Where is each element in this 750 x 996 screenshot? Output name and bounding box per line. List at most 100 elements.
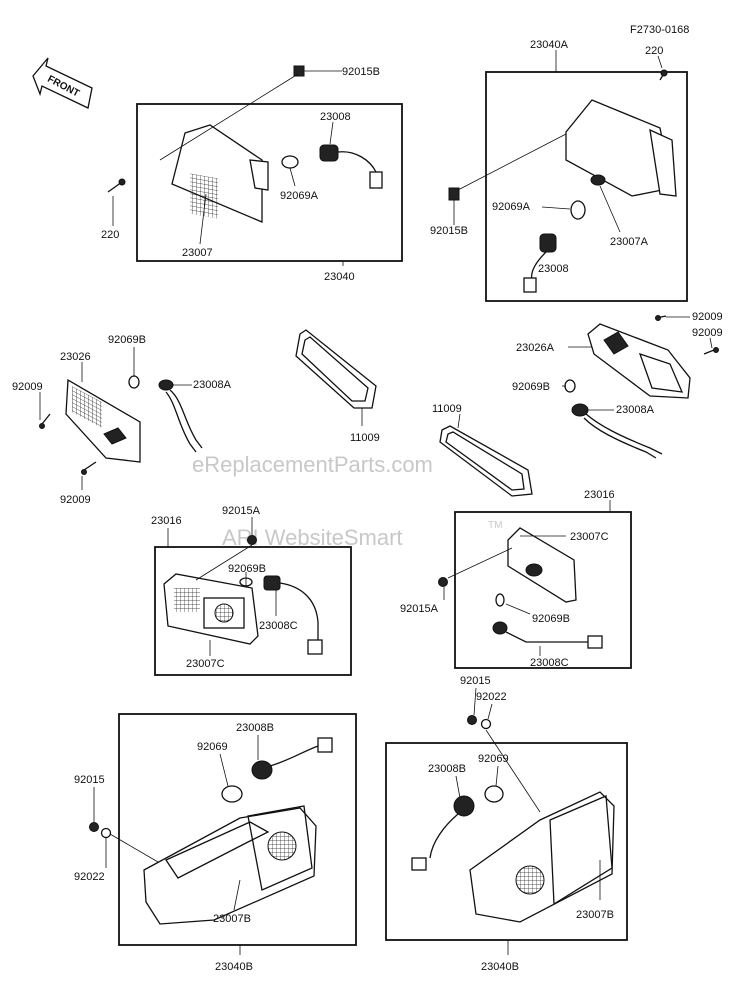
- bulb-92069B-r: [495, 593, 505, 607]
- socket-23008C-l: [263, 575, 281, 591]
- socket-23008C-r: [492, 621, 508, 635]
- socket-23008A-ml: [158, 379, 174, 391]
- label-92015B-tl: 92015B: [342, 66, 380, 78]
- group-box-23040A: [485, 71, 688, 302]
- label-23026: 23026: [60, 351, 91, 363]
- group-box-23016-right: [454, 511, 632, 669]
- label-92069B-ml: 92069B: [108, 334, 146, 346]
- bulb-92069B-mr: [564, 379, 576, 393]
- socket-23008B-l: [251, 760, 273, 780]
- assembly-23040: [107, 65, 403, 266]
- reflector-housing-23026A: [587, 323, 691, 399]
- assembly-23040B-left: [89, 713, 357, 955]
- label-92009-mr2: 92009: [692, 327, 723, 339]
- clip-92015B-tl: [293, 65, 305, 77]
- label-92022-r: 92022: [476, 691, 507, 703]
- label-23007A: 23007A: [610, 236, 649, 248]
- nut-92015A-r: [438, 577, 448, 587]
- lens-housing-23007B-right: [469, 791, 615, 923]
- label-23008-tl: 23008: [320, 111, 351, 123]
- label-23008A-ml: 23008A: [193, 379, 232, 391]
- bulb-92069A-tl: [281, 155, 299, 169]
- label-92015-l: 92015: [74, 774, 105, 786]
- label-23007C-l: 23007C: [186, 658, 225, 670]
- grille: [190, 173, 218, 219]
- label-92069A-tr: 92069A: [492, 201, 531, 213]
- group-box-23040: [136, 103, 403, 262]
- assembly-23016-left: [154, 517, 352, 676]
- nut-92015-l: [89, 822, 99, 832]
- connector-23008B-r: [411, 857, 427, 871]
- label-23007B-l: 23007B: [213, 913, 251, 925]
- label-92009-mr1: 92009: [692, 311, 723, 323]
- label-23016-r: 23016: [584, 489, 615, 501]
- group-box-23040B-left: [118, 713, 357, 946]
- label-92015A-l: 92015A: [222, 505, 261, 517]
- bulb-92069-l: [221, 785, 243, 803]
- connector-23008C-r: [587, 635, 603, 649]
- socket-23008-tl: [319, 144, 339, 162]
- watermark-trademark: TM: [488, 520, 502, 531]
- bulb-92069B-ml: [128, 375, 140, 389]
- diagram-code: F2730-0168: [630, 24, 689, 36]
- label-92069-l: 92069: [197, 741, 228, 753]
- label-23008C-l: 23008C: [259, 620, 298, 632]
- label-92009-ml1: 92009: [12, 381, 43, 393]
- label-23008B-l: 23008B: [236, 722, 274, 734]
- connector-23008B-l: [317, 737, 333, 753]
- group-box-23040B-right: [385, 742, 628, 941]
- bulb-92069-r: [484, 785, 504, 803]
- label-92015A-r: 92015A: [400, 603, 439, 615]
- bulb-92069A-tr: [570, 200, 586, 220]
- connector-tr: [523, 277, 537, 293]
- label-220-tr: 220: [645, 45, 663, 57]
- gasket-11009-a: [295, 329, 377, 426]
- gasket-11009-b: [439, 413, 533, 497]
- label-23040: 23040: [324, 271, 355, 283]
- socket-23008B-r: [453, 795, 475, 817]
- label-220-tl: 220: [101, 229, 119, 241]
- label-23007C-r: 23007C: [570, 531, 609, 543]
- label-23040A: 23040A: [530, 39, 569, 51]
- connector-tl: [369, 171, 383, 189]
- label-23016-l: 23016: [151, 515, 182, 527]
- washer-92022-l: [100, 827, 112, 839]
- lamp-housing-23007: [171, 124, 263, 223]
- label-11009-b: 11009: [432, 403, 462, 415]
- assembly-23040B-right: [385, 687, 628, 955]
- assembly-23040A: [448, 50, 688, 302]
- label-23008-tr: 23008: [538, 263, 569, 275]
- label-92015B-tr: 92015B: [430, 225, 468, 237]
- label-23007B-r: 23007B: [576, 909, 614, 921]
- label-23026A: 23026A: [516, 342, 555, 354]
- label-23040B-r: 23040B: [481, 961, 519, 973]
- label-92009-ml2: 92009: [60, 494, 91, 506]
- label-92015-r: 92015: [460, 675, 491, 687]
- label-92069B-r: 92069B: [532, 613, 570, 625]
- watermark-ereplacementparts: eReplacementParts.com: [192, 452, 433, 477]
- nut-92015A-l: [247, 535, 257, 545]
- label-92069-r: 92069: [478, 753, 509, 765]
- screw-220-tr: [660, 69, 668, 77]
- label-92022-l: 92022: [74, 871, 105, 883]
- assembly-23016-right: [438, 500, 632, 669]
- label-23008B-r: 23008B: [428, 763, 466, 775]
- label-11009-a: 11009: [350, 432, 380, 444]
- socket-23008A-mr: [571, 403, 589, 417]
- connector-23008C-l: [307, 639, 323, 655]
- group-box-23016-left: [154, 546, 352, 676]
- socket-23008-tr: [539, 233, 557, 253]
- assembly-23026A: [562, 315, 719, 459]
- clip-92015B-tr: [448, 187, 460, 201]
- label-92069A-tl: 92069A: [280, 190, 319, 202]
- label-23008A-mr: 23008A: [616, 404, 655, 416]
- label-23008C-r: 23008C: [530, 657, 569, 669]
- label-23040B-l: 23040B: [215, 961, 253, 973]
- nut-92015-r: [467, 715, 477, 725]
- lens-23007C-right: [507, 527, 577, 603]
- label-92069B-l: 92069B: [228, 563, 266, 575]
- washer-92022-r: [480, 718, 492, 730]
- label-92069B-mr: 92069B: [512, 381, 550, 393]
